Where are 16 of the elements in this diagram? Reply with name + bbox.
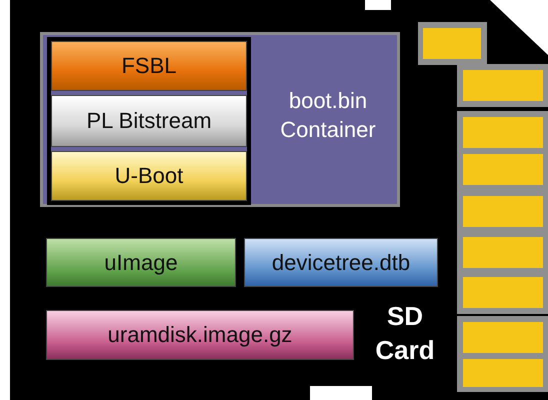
file-box xyxy=(46,310,354,360)
file-box xyxy=(46,238,236,287)
file-box xyxy=(244,238,438,287)
container-label: boot.bin Container xyxy=(279,87,377,144)
container-box xyxy=(40,32,400,207)
file-name: devicetree.dtb xyxy=(272,250,410,276)
card-label: SD Card xyxy=(374,300,436,367)
file-name: FSBL xyxy=(121,53,177,79)
partition-box xyxy=(51,151,247,201)
file-name: U-Boot xyxy=(114,163,184,189)
file-name: PL Bitstream xyxy=(86,108,212,134)
partition-box xyxy=(51,41,247,91)
file-name: uramdisk.image.gz xyxy=(108,322,292,348)
file-name: uImage xyxy=(104,250,178,276)
sd-card xyxy=(10,0,548,400)
partition-box xyxy=(51,95,247,147)
